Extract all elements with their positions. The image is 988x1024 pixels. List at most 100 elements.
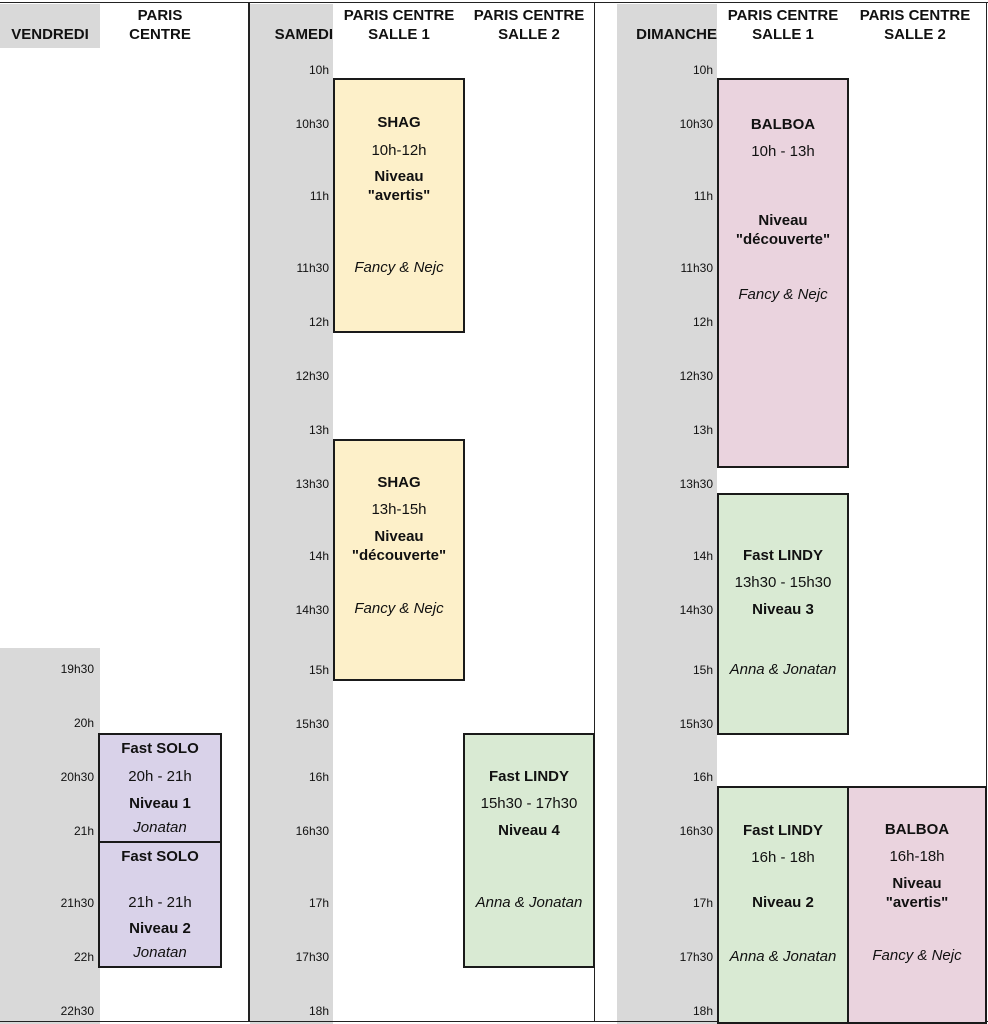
class-block[interactable]: Fast LINDY 16h - 18h Niveau 2 Anna & Jon… [717,786,849,1024]
class-title: SHAG [377,114,421,131]
class-block[interactable]: Fast SOLO 20h - 21h Niveau 1 Jonatan [98,733,222,843]
sunday-time-label: 17h [692,896,713,910]
class-title: Fast LINDY [742,547,823,564]
class-title: BALBOA [884,821,950,838]
saturday-time-label: 13h [308,423,329,437]
class-block[interactable]: BALBOA 16h-18h Niveau "avertis" Fancy & … [847,786,987,1024]
saturday-time-label: 12h [308,315,329,329]
class-hours: 13h30 - 15h30 [734,574,832,591]
class-teachers: Jonatan [133,819,187,836]
class-hours: 13h-15h [371,501,427,518]
sunday-time-label: 18h [692,1004,713,1018]
friday-day-header: VENDREDI [11,26,89,43]
saturday-time-label: 17h30 [295,950,329,964]
class-teachers: Anna & Jonatan [475,894,583,911]
class-level: Niveau 2 [752,894,814,911]
saturday-time-label: 16h30 [295,824,329,838]
top-border [0,2,988,3]
sunday-time-column [617,4,717,1024]
friday-time-label: 20h30 [60,770,94,784]
sunday-time-label: 11h30 [680,261,713,275]
class-teachers: Anna & Jonatan [729,661,837,678]
class-title: Fast SOLO [121,740,199,757]
class-title: Fast LINDY [488,768,569,785]
friday-room-header: PARIS CENTRE [129,7,191,43]
class-title: Fast LINDY [742,822,823,839]
sunday-time-label: 12h [692,315,713,329]
saturday-time-label: 14h30 [295,603,329,617]
sunday-time-label: 15h30 [679,717,713,731]
sunday-time-label: 16h [692,770,713,784]
saturday-time-label: 16h [308,770,329,784]
class-teachers: Fancy & Nejc [354,259,444,276]
divider-saturday-sunday [594,2,595,1022]
class-teachers: Fancy & Nejc [354,600,444,617]
class-level: Niveau 1 [129,795,191,812]
sunday-day-header: DIMANCHE [636,26,717,43]
bottom-border [0,1021,988,1022]
class-block[interactable]: Fast LINDY 15h30 - 17h30 Niveau 4 Anna &… [463,733,595,968]
saturday-time-label: 12h30 [295,369,329,383]
class-level: Niveau "découverte" [735,212,831,248]
saturday-time-label: 11h30 [296,261,329,275]
sunday-time-label: 15h [692,663,713,677]
saturday-time-label: 10h [308,63,329,77]
friday-time-label: 21h30 [60,896,94,910]
saturday-time-label: 11h [309,189,329,203]
sunday-room1-header: PARIS CENTRE SALLE 1 [727,7,839,43]
saturday-room1-header: PARIS CENTRE SALLE 1 [343,7,455,43]
sunday-time-label: 17h30 [679,950,713,964]
saturday-time-label: 15h [308,663,329,677]
sunday-time-label: 11h [693,189,713,203]
sunday-time-label: 14h30 [679,603,713,617]
sunday-time-label: 14h [692,549,713,563]
class-block[interactable]: SHAG 10h-12h Niveau "avertis" Fancy & Ne… [333,78,465,333]
class-level: Niveau 2 [129,920,191,937]
friday-time-label: 22h30 [60,1004,94,1018]
divider-friday-saturday [248,2,250,1022]
friday-time-label: 22h [73,950,94,964]
saturday-time-label: 10h30 [295,117,329,131]
sunday-time-label: 16h30 [679,824,713,838]
sunday-room2-header: PARIS CENTRE SALLE 2 [859,7,971,43]
class-teachers: Fancy & Nejc [738,286,828,303]
friday-time-label: 21h [73,824,94,838]
class-hours: 20h - 21h [128,768,192,785]
class-hours: 16h - 18h [751,849,815,866]
class-level: Niveau 3 [752,601,814,618]
sunday-time-label: 13h30 [679,477,713,491]
class-teachers: Anna & Jonatan [729,948,837,965]
saturday-time-label: 14h [308,549,329,563]
sunday-time-label: 12h30 [679,369,713,383]
class-level: Niveau "avertis" [885,875,949,911]
saturday-time-label: 17h [308,896,329,910]
class-hours: 10h - 13h [751,143,815,160]
class-block[interactable]: BALBOA 10h - 13h Niveau "découverte" Fan… [717,78,849,468]
class-teachers: Jonatan [133,944,187,961]
friday-time-label: 19h30 [60,662,94,676]
friday-day-header-bg [0,4,100,48]
saturday-time-label: 13h30 [295,477,329,491]
friday-time-label: 20h [73,716,94,730]
saturday-time-column [250,4,333,1024]
class-title: BALBOA [750,116,816,133]
class-block[interactable]: SHAG 13h-15h Niveau "découverte" Fancy &… [333,439,465,681]
class-hours: 10h-12h [371,142,427,159]
saturday-day-header: SAMEDI [274,26,333,43]
friday-time-column [0,648,100,1024]
right-border [986,2,987,1022]
class-title: SHAG [377,474,421,491]
saturday-time-label: 15h30 [295,717,329,731]
sunday-time-label: 10h [692,63,713,77]
class-hours: 15h30 - 17h30 [480,795,578,812]
class-hours: 21h - 21h [128,894,192,911]
class-block[interactable]: Fast SOLO 21h - 21h Niveau 2 Jonatan [98,841,222,968]
class-block[interactable]: Fast LINDY 13h30 - 15h30 Niveau 3 Anna &… [717,493,849,735]
class-teachers: Fancy & Nejc [872,947,962,964]
class-title: Fast SOLO [121,848,199,865]
class-level: Niveau "avertis" [367,168,431,204]
class-level: Niveau "découverte" [351,528,447,564]
class-level: Niveau 4 [498,822,560,839]
saturday-room2-header: PARIS CENTRE SALLE 2 [473,7,585,43]
saturday-time-label: 18h [308,1004,329,1018]
